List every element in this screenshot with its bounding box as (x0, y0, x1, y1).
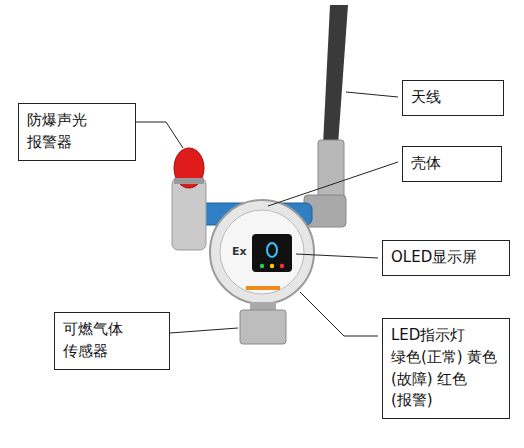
callout-box: OLED显示屏 (382, 240, 510, 276)
callout-box: 防爆声光报警器 (18, 103, 136, 161)
callout-box: LED指示灯绿色(正常) 黄色(故障) 红色(报警) (382, 318, 510, 419)
callout-label: OLED显示屏 (391, 247, 501, 269)
alarm-dome (174, 148, 204, 188)
screen-readout (267, 243, 277, 257)
callout-label: 壳体 (411, 153, 493, 175)
antenna-rod (323, 5, 348, 145)
led-red (280, 264, 284, 268)
alarm-body (172, 178, 206, 250)
brand-mark (246, 286, 280, 290)
led-yellow (270, 264, 274, 268)
callout-label: 绿色(正常) 黄色(故障) 红色(报警) (391, 347, 501, 412)
sensor-head (240, 310, 286, 344)
leader-line (300, 292, 378, 336)
callout-box: 壳体 (402, 146, 502, 182)
oled-screen (252, 234, 292, 272)
leader-line (296, 254, 378, 258)
led-green (260, 264, 264, 268)
callout-label: LED指示灯 (391, 325, 501, 347)
alarm-ring (174, 178, 204, 184)
housing-face (220, 210, 304, 294)
device-marking: Ex (232, 245, 247, 258)
leader-line (170, 328, 238, 333)
leader-line (136, 122, 183, 148)
housing-ring (210, 200, 314, 304)
callout-label: 防爆声光报警器 (27, 110, 89, 154)
leader-line (268, 162, 398, 206)
callout-label: 可燃气体传感器 (63, 319, 125, 363)
callout-label: 天线 (411, 87, 495, 109)
callout-box: 天线 (402, 80, 504, 116)
antenna-mount (318, 140, 344, 202)
callout-box: 可燃气体传感器 (54, 312, 170, 370)
leader-line (346, 92, 398, 97)
